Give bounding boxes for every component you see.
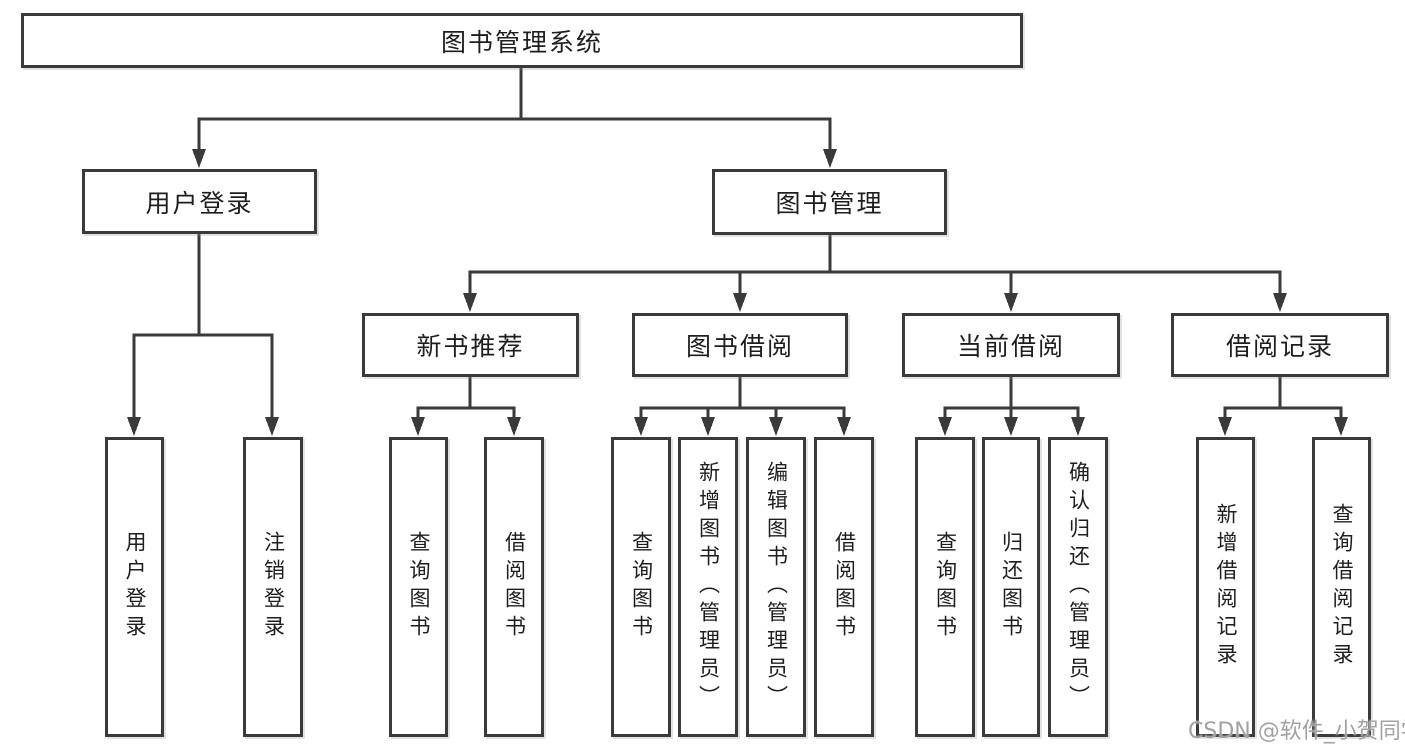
leaf-confirm-return-admin: 确认归还（管理员） bbox=[1048, 437, 1108, 737]
node-borrow-records: 借阅记录 bbox=[1171, 313, 1389, 377]
leaf-add-borrow-record-label: 新增借阅记录 bbox=[1214, 503, 1238, 671]
leaf-edit-books-admin: 编辑图书（管理员） bbox=[746, 437, 806, 737]
node-root: 图书管理系统 bbox=[21, 13, 1023, 68]
leaf-user-login: 用户登录 bbox=[105, 437, 164, 737]
leaf-logout: 注销登录 bbox=[243, 437, 303, 737]
leaf-borrow-books: 借阅图书 bbox=[814, 437, 874, 737]
leaf-edit-books-admin-label: 编辑图书（管理员） bbox=[764, 461, 789, 713]
leaf-user-login-label: 用户登录 bbox=[123, 531, 147, 643]
leaf-borrow-books-recommend: 借阅图书 bbox=[484, 437, 544, 737]
leaf-confirm-return-admin-label: 确认归还（管理员） bbox=[1066, 461, 1091, 713]
leaf-query-borrow-record: 查询借阅记录 bbox=[1312, 437, 1371, 737]
leaf-query-books-recommend: 查询图书 bbox=[389, 437, 448, 737]
node-root-label: 图书管理系统 bbox=[440, 27, 603, 57]
leaf-query-borrow-record-label: 查询借阅记录 bbox=[1330, 503, 1354, 671]
leaf-query-books-recommend-label: 查询图书 bbox=[407, 531, 431, 643]
node-user-login: 用户登录 bbox=[82, 169, 317, 234]
node-current-borrow: 当前借阅 bbox=[902, 313, 1120, 377]
node-new-book-recommend-label: 新书推荐 bbox=[416, 332, 525, 361]
csdn-watermark: CSDN @软件_小贺同学 bbox=[1188, 719, 1405, 744]
node-book-management: 图书管理 bbox=[712, 169, 947, 235]
leaf-query-books-current: 查询图书 bbox=[915, 437, 975, 737]
leaf-add-books-admin: 新增图书（管理员） bbox=[678, 437, 738, 737]
node-new-book-recommend: 新书推荐 bbox=[362, 313, 579, 377]
node-book-borrow-label: 图书借阅 bbox=[685, 332, 794, 361]
node-book-borrow: 图书借阅 bbox=[632, 313, 848, 377]
node-borrow-records-label: 借阅记录 bbox=[1225, 332, 1334, 361]
leaf-query-books-borrow: 查询图书 bbox=[611, 437, 671, 737]
node-current-borrow-label: 当前借阅 bbox=[956, 332, 1065, 361]
node-book-management-label: 图书管理 bbox=[775, 189, 884, 218]
leaf-borrow-books-label: 借阅图书 bbox=[832, 531, 857, 643]
leaf-add-borrow-record: 新增借阅记录 bbox=[1196, 437, 1255, 737]
leaf-add-books-admin-label: 新增图书（管理员） bbox=[696, 461, 721, 713]
leaf-logout-label: 注销登录 bbox=[261, 531, 286, 643]
leaf-return-books: 归还图书 bbox=[982, 437, 1040, 737]
leaf-borrow-books-recommend-label: 借阅图书 bbox=[502, 531, 527, 643]
leaf-query-books-borrow-label: 查询图书 bbox=[629, 531, 654, 643]
leaf-return-books-label: 归还图书 bbox=[999, 531, 1024, 643]
node-user-login-label: 用户登录 bbox=[145, 188, 254, 218]
leaf-query-books-current-label: 查询图书 bbox=[933, 531, 958, 643]
